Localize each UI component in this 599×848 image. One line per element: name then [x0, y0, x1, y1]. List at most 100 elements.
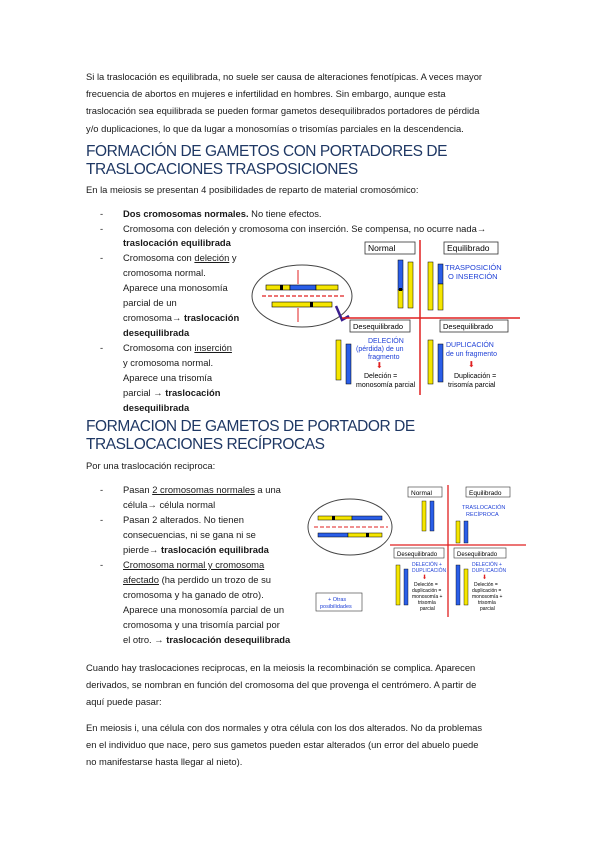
label-box	[465, 486, 511, 498]
down-arrow-icon: ⬇	[376, 361, 383, 370]
chromosome-bar	[397, 259, 404, 291]
underlined-term: deleción	[194, 252, 230, 263]
section1-lead: En la meiosis se presentan 4 posibilidad…	[86, 184, 419, 195]
label-duplicacion: DUPLICACIÓN	[446, 340, 494, 349]
chromosome-bar	[289, 284, 317, 291]
bullet-text: No tiene efectos.	[248, 208, 322, 219]
label-box	[443, 241, 499, 255]
underlined-term: 2 cromosomas normales	[152, 484, 255, 495]
bullet-text: célula→ célula normal	[123, 499, 216, 510]
label-res-left: trisomía	[418, 600, 436, 606]
label-dup-left: DUPLICACIÓN	[412, 567, 447, 574]
bullet-text: Cromosoma con deleción y cromosoma con i…	[123, 223, 487, 234]
bullet-text: y cromosoma normal.	[123, 357, 214, 368]
bullet-text: Cromosoma con	[123, 342, 195, 353]
bullet-bold: desequilibrada	[123, 327, 190, 338]
closing-paragraph-1: Cuando hay traslocaciones reciprocas, en…	[86, 659, 526, 711]
bullet-text: Aparece una monosomía parcial de un	[123, 604, 285, 615]
bullet-text: parcial →	[123, 387, 166, 398]
chromosome-bar	[407, 261, 414, 309]
closing-line: aquí puede pasar:	[86, 696, 162, 708]
label-box	[315, 592, 363, 612]
down-arrow-icon: ⬇	[482, 574, 487, 581]
label-delecion: fragmento	[368, 354, 400, 361]
section1-heading-line2: TRASLOCACIONES TRASPOSICIONES	[86, 161, 358, 178]
closing-line: En meiosis i, una célula con dos normale…	[86, 722, 483, 733]
bullet-text: a una	[254, 484, 281, 495]
closing-line: en el individuo que nace, pero sus gamet…	[86, 739, 479, 751]
bullet-text: cromosoma y una trisomía parcial por	[123, 619, 280, 630]
chromosome-bar	[271, 301, 333, 308]
chromosome-bar	[429, 500, 435, 532]
figure-transposition: Normal Equilibrado TRASPOSICIÓN O INSERC…	[251, 240, 520, 395]
section1-heading-line1: FORMACIÓN DE GAMETOS CON PORTADORES DE	[86, 143, 447, 160]
label-traslocacion: TRASLOCACIÓN	[462, 504, 505, 511]
bullet-bold: traslocación	[183, 312, 240, 323]
intro-line: y/o duplicaciones, lo que da lugar a mon…	[86, 122, 464, 134]
chromosome-bar	[315, 284, 339, 291]
label-delecion: (pérdida) de un	[356, 346, 404, 353]
chromosome-bar	[403, 568, 409, 606]
centromere	[280, 285, 283, 290]
label-deseq-right: Desequilibrado	[443, 322, 493, 331]
section2-heading: FORMACION DE GAMETOS DE PORTADOR DE TRAS…	[86, 418, 415, 454]
section1-heading: FORMACIÓN DE GAMETOS CON PORTADORES DE T…	[86, 143, 447, 179]
figure-reciprocal: Normal Equilibrado TRASLOCACIÓN RECÍPROC…	[307, 485, 526, 617]
closing-paragraph-2: En meiosis i, una célula con dos normale…	[86, 719, 526, 771]
label-equilibrado: Equilibrado	[469, 490, 502, 497]
bullet-text: pierde→	[123, 544, 162, 555]
chromosome-bar	[455, 520, 461, 544]
bullet-bold: traslocación	[165, 387, 221, 398]
intro-line: frecuencia de abortos en mujeres e infer…	[86, 88, 446, 100]
centromere	[366, 533, 369, 537]
section2-heading-line1: FORMACION DE GAMETOS DE PORTADOR DE	[86, 418, 415, 435]
label-box	[393, 547, 445, 559]
label-result: trisomía parcial	[448, 382, 496, 389]
chromosome-bar	[437, 263, 444, 285]
closing-line: derivados, se nombran en función del cro…	[86, 679, 477, 691]
down-arrow-icon: ⬇	[468, 360, 475, 369]
underlined-term: inserción	[194, 342, 232, 353]
label-dup-right: DELECIÓN +	[472, 561, 502, 568]
label-trasposicion: TRASPOSICIÓN	[445, 263, 502, 272]
chromosome-bar	[265, 284, 291, 291]
label-res-left: duplicación =	[412, 588, 441, 594]
label-delecion: DELECIÓN	[368, 336, 404, 345]
chromosome-bar	[395, 564, 401, 606]
label-normal: Normal	[368, 243, 396, 253]
label-insercion: O INSERCIÓN	[448, 272, 498, 281]
bullet-bold: desequilibrada	[123, 402, 190, 413]
bullet-text: Aparece una trisomía	[123, 372, 213, 383]
label-box	[349, 319, 411, 333]
bullet-text: Pasan	[123, 484, 153, 495]
label-dup-right: DUPLICACIÓN	[472, 567, 507, 574]
label-normal: Normal	[411, 490, 433, 497]
chromosome-bar	[397, 289, 404, 309]
chromosome-bar	[335, 339, 342, 381]
label-otras: posibilidades	[320, 604, 352, 610]
bullet-bold: traslocación equilibrada	[123, 237, 231, 248]
bullet-bold: traslocación desequilibrada	[166, 634, 291, 645]
chromosome-bar	[347, 532, 383, 538]
chromosome-bar	[345, 343, 352, 385]
label-deseq-left: Desequilibrado	[397, 552, 438, 558]
section2-heading-line2: TRASLOCACIONES RECÍPROCAS	[86, 436, 325, 453]
bullet-text: consecuencias, ni se gana ni se	[123, 529, 256, 540]
label-res-right: Deleción =	[474, 582, 498, 588]
bullet-text: y	[229, 252, 237, 263]
chromosome-bar	[437, 283, 444, 311]
bullet-text: cromosoma y ha ganado de otro).	[123, 589, 264, 600]
label-res-right: trisomía	[478, 600, 496, 606]
label-result: Duplicación =	[454, 373, 496, 380]
chromosome-bar	[455, 564, 461, 606]
chromosome-bar	[427, 261, 434, 311]
section2-lead: Por una traslocación reciproca:	[86, 460, 216, 471]
bullet-text: (ha perdido un trozo de su	[158, 574, 272, 585]
bullet-bold: Dos cromosomas normales.	[123, 208, 249, 219]
closing-line: no manifestarse hasta llegar al nieto).	[86, 756, 243, 768]
bullet-text: el otro. →	[123, 634, 167, 645]
label-result: Deleción =	[364, 373, 397, 380]
label-reciproca: RECÍPROCA	[466, 511, 499, 518]
label-result: monosomía parcial	[356, 382, 416, 389]
label-box	[407, 486, 443, 498]
